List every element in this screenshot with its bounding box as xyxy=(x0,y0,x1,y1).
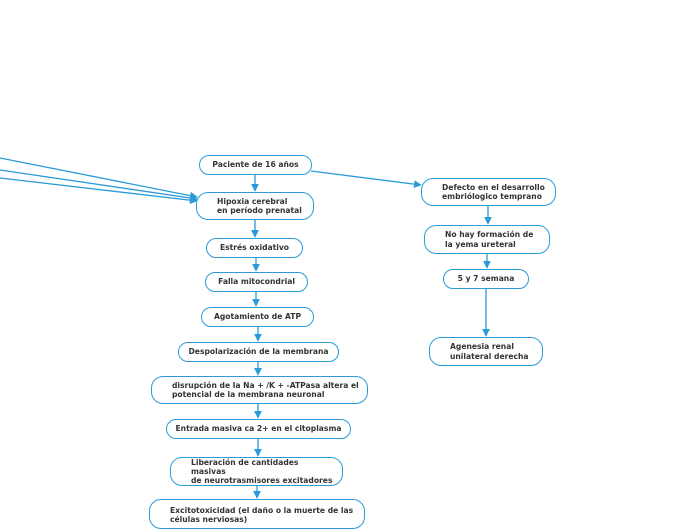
node-yema-ureteral[interactable]: No hay formación de la yema ureteral xyxy=(424,225,550,254)
node-excitotoxicidad[interactable]: Excitotoxicidad (el daño o la muerte de … xyxy=(149,499,365,529)
node-despolarizacion[interactable]: Despolarización de la membrana xyxy=(178,342,339,362)
node-agenesia-renal[interactable]: Agenesia renal unilateral derecha xyxy=(429,337,543,366)
node-defecto-desarrollo[interactable]: Defecto en el desarrollo embriólogico te… xyxy=(421,178,556,206)
node-semana[interactable]: 5 y 7 semana xyxy=(443,269,529,289)
incoming-arrow-1 xyxy=(0,157,198,200)
node-paciente[interactable]: Paciente de 16 años xyxy=(199,155,312,175)
incoming-arrow-2 xyxy=(0,169,198,202)
node-estres-oxidativo[interactable]: Estrés oxidativo xyxy=(206,238,303,258)
node-disrupcion-atpasa[interactable]: disrupción de la Na + /K + -ATPasa alter… xyxy=(151,376,368,404)
node-agotamiento-atp[interactable]: Agotamiento de ATP xyxy=(201,307,314,327)
node-entrada-calcio[interactable]: Entrada masiva ca 2+ en el citoplasma xyxy=(166,419,351,439)
node-hipoxia-cerebral[interactable]: Hipoxia cerebral en período prenatal xyxy=(196,192,314,220)
incoming-arrow-3 xyxy=(0,177,198,205)
node-falla-mitocondrial[interactable]: Falla mitocondrial xyxy=(205,272,308,292)
arrow-paciente-defecto xyxy=(310,170,422,188)
node-liberacion-neurotrasmisores[interactable]: Liberación de cantidades masivas de neur… xyxy=(170,457,343,486)
